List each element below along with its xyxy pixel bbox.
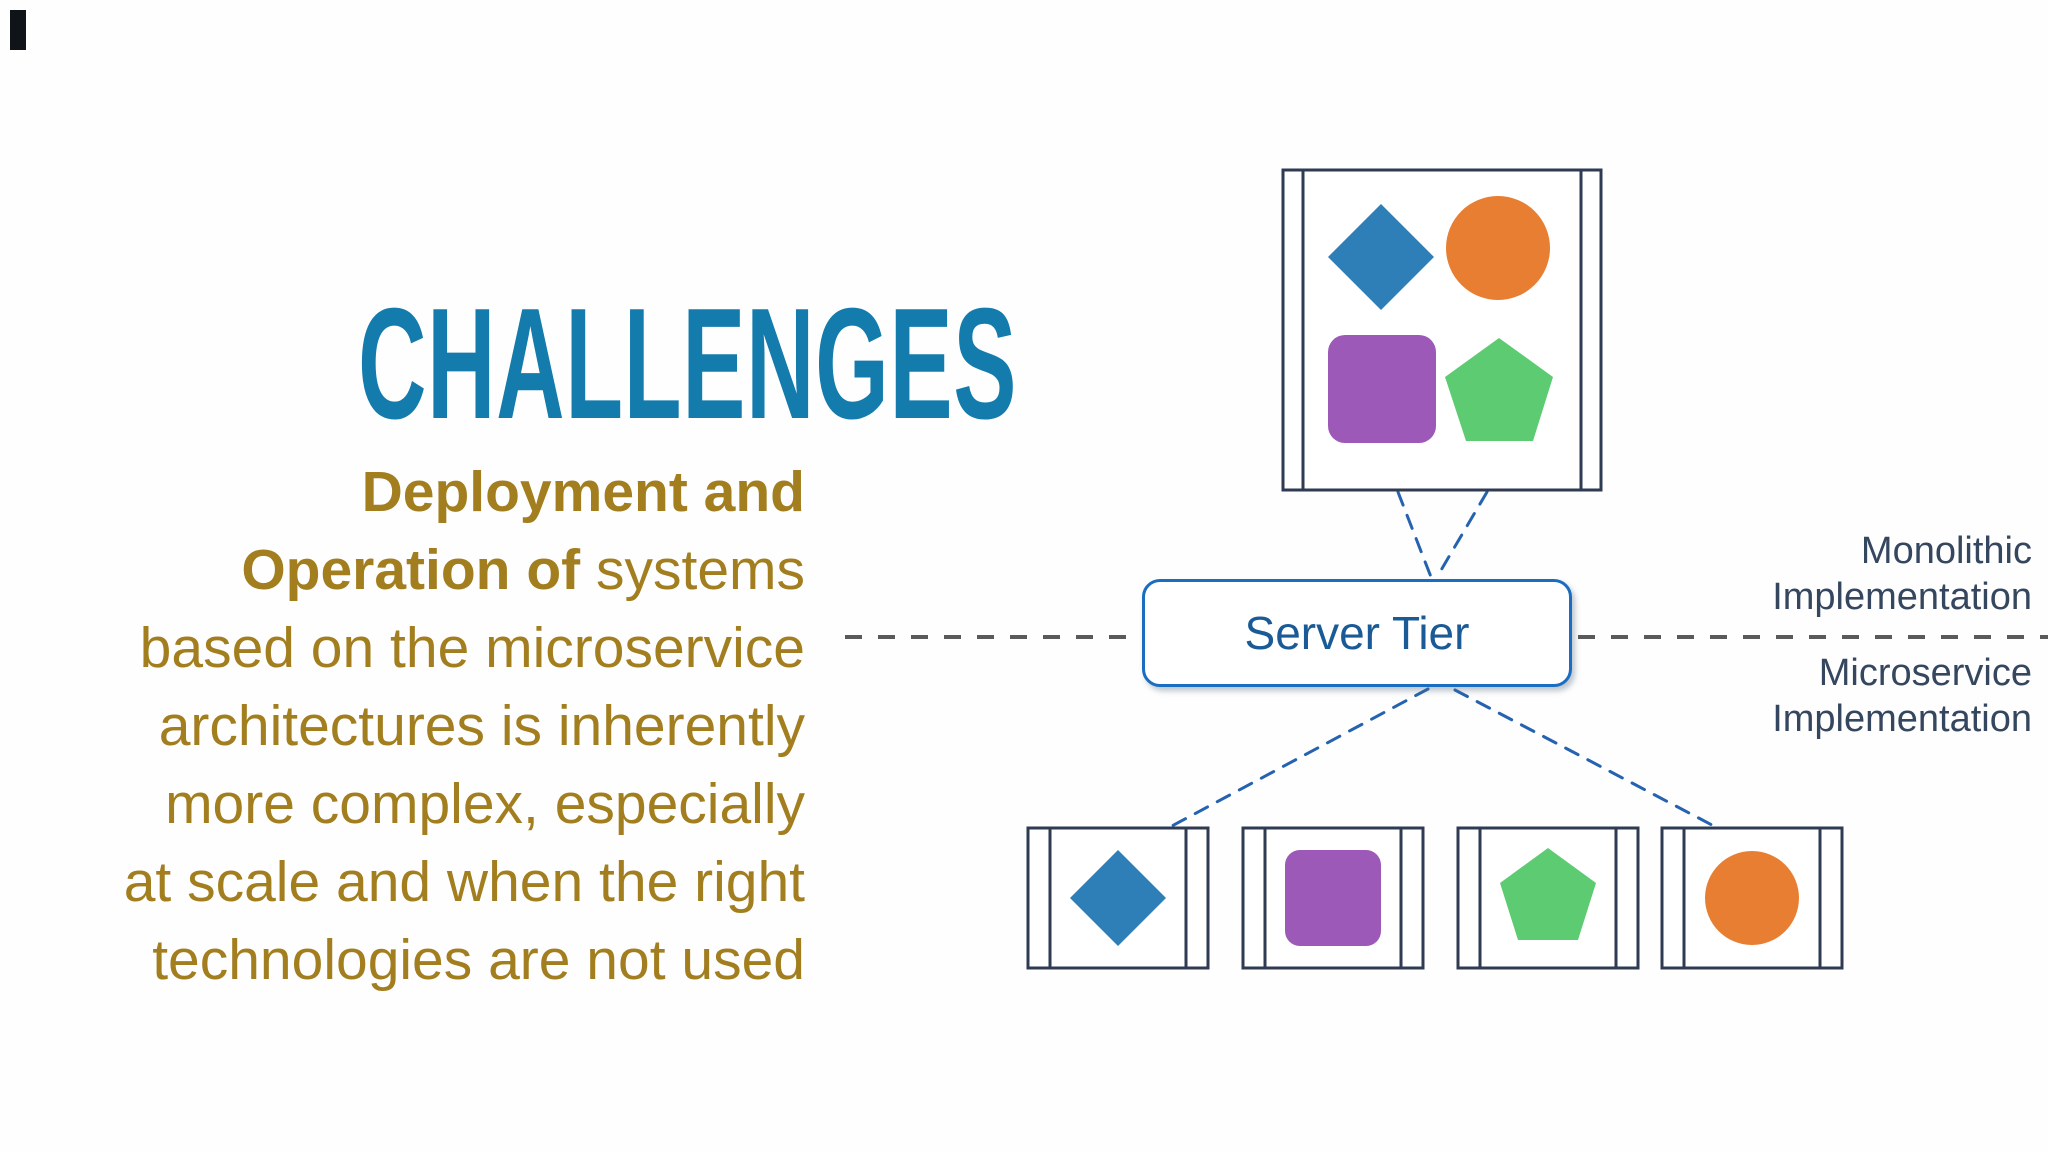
label-microservice-implementation: Microservice Implementation <box>1612 650 2032 742</box>
pentagon-shape <box>1445 338 1553 441</box>
server-tier-box: Server Tier <box>1142 579 1572 687</box>
body-bold-run: Deployment and <box>361 460 805 524</box>
dashed-connector-microservice-left <box>1168 687 1430 829</box>
dashed-connector-monolith-left <box>1396 490 1433 579</box>
monolith-services <box>1328 196 1553 443</box>
diamond-shape <box>1328 204 1434 310</box>
label-monolithic-implementation: Monolithic Implementation <box>1612 528 2032 620</box>
pentagon-shape <box>1500 848 1596 940</box>
rounded-square-shape <box>1285 850 1381 946</box>
label-line: Implementation <box>1772 698 2032 740</box>
rounded-square-shape <box>1328 335 1436 443</box>
circle-shape <box>1446 196 1550 300</box>
body-bold-run: Operation of <box>241 538 581 602</box>
body-text: Deployment and Operation of systems base… <box>60 453 805 999</box>
body-regular-run: systems <box>580 538 805 602</box>
body-text-line: Deployment and <box>60 453 805 531</box>
monolith-node-frame <box>1281 168 1603 492</box>
label-line: Microservice <box>1818 652 2032 694</box>
monolith-node <box>1281 168 1603 492</box>
connector-group <box>1168 490 1714 829</box>
body-text-line: technologies are not used <box>152 928 805 992</box>
corner-artifact <box>10 10 26 50</box>
dashed-connector-monolith-right <box>1435 490 1489 579</box>
body-text-line: architectures is inherently <box>158 694 805 758</box>
label-line: Monolithic <box>1860 530 2032 572</box>
microservice-shapes <box>1070 848 1799 946</box>
body-text-line: Operation of systems <box>60 531 805 609</box>
circle-shape <box>1705 851 1799 945</box>
body-text-line: at scale and when the right <box>123 850 805 914</box>
label-line: Implementation <box>1772 576 2032 618</box>
diamond-shape <box>1070 850 1166 946</box>
server-tier-label: Server Tier <box>1244 607 1470 659</box>
body-text-line: more complex, especially <box>165 772 805 836</box>
body-text-line: based on the microservice <box>139 616 805 680</box>
